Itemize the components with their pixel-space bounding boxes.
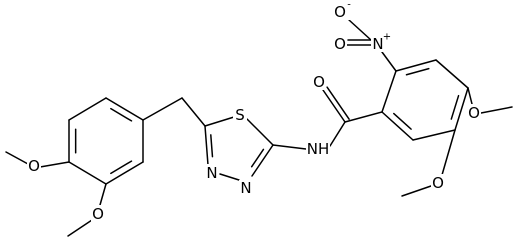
double-bond-inner [110, 160, 133, 175]
atom-nitro-nitrogen: N + [371, 32, 391, 53]
aromatic-bond [105, 161, 144, 185]
bond-nh-carbonyl [329, 121, 346, 147]
bond-n3-c5 [204, 125, 209, 166]
bond-o-ch3 [480, 106, 513, 114]
atom-n3-thiadiazole: N [205, 164, 219, 182]
bond-ring-nitro [381, 51, 397, 72]
double-bond-inner [450, 94, 460, 120]
bond-o-ch3 [401, 185, 432, 197]
atom-amide-nh: NH [306, 140, 330, 158]
atom-amide-oxygen: O [312, 73, 326, 91]
atom-o-methoxy-4-benzamide: O [467, 104, 481, 122]
bond-ch2-thiadiazole [181, 97, 206, 127]
atom-label-text: O [28, 157, 40, 175]
bond-c5-s [204, 116, 235, 127]
atom-label-text: N [240, 179, 251, 197]
aromatic-bond [454, 87, 469, 131]
atom-n4-thiadiazole: N [239, 179, 253, 197]
atom-label-layer: O O S N N NH [27, 0, 481, 223]
bond-c-o [99, 183, 107, 206]
atom-sulfur: S [233, 106, 247, 124]
bond-carbonyl-ring [344, 111, 383, 123]
bond-c-o [441, 129, 456, 176]
atom-o-methoxy-3: O [91, 205, 105, 223]
atom-label-text: O [468, 104, 480, 122]
atom-label-text: O [92, 205, 104, 223]
bond-o-ch3 [67, 219, 93, 237]
aromatic-bond [68, 161, 107, 185]
bond-ring-ch2 [142, 97, 183, 121]
atom-label-text: O [432, 174, 444, 192]
bond-c-o-carbonyl [322, 89, 346, 123]
bond-o-ch3 [5, 151, 29, 165]
double-bond-inner [110, 107, 133, 122]
aromatic-bond [412, 129, 456, 141]
atom-label-text: O [313, 73, 325, 91]
double-bond-n3-c5 [210, 134, 214, 158]
bond-n4-n3 [219, 173, 240, 181]
aromatic-bond [435, 59, 469, 89]
aromatic-bond [381, 70, 397, 113]
bond-s-c2 [246, 118, 274, 146]
bond-c2-n4 [251, 144, 274, 177]
atom-label-text: S [235, 106, 245, 124]
aromatic-bond [105, 97, 144, 121]
atom-o-methoxy-4: O [27, 157, 41, 175]
negative-charge-sign: - [347, 0, 351, 11]
bond-c2-nh [272, 144, 307, 150]
atom-label-text: N [372, 35, 383, 53]
aromatic-bond [381, 111, 414, 141]
double-bond-c2-n4 [250, 148, 265, 168]
bond-c-o [39, 161, 70, 168]
bond-n-o-anion [348, 19, 372, 41]
atom-label-text: O [334, 35, 346, 53]
atom-label-text: N [206, 164, 217, 182]
aromatic-bond [68, 97, 107, 121]
double-bond-inner [393, 112, 412, 130]
atom-nitro-oxygen: O [333, 35, 347, 53]
atom-o-methoxy-5-benzamide: O [431, 174, 445, 192]
bond-c-o-carbonyl-double [326, 86, 350, 120]
atom-label-text: O [334, 3, 346, 21]
bond-c-o [467, 87, 473, 105]
double-bond-inner [405, 67, 430, 76]
positive-charge-sign: + [383, 32, 391, 43]
aromatic-bond [395, 59, 437, 72]
atom-nitro-oxygen-anion: O - [333, 0, 352, 21]
bond-layer [5, 19, 513, 237]
atom-label-text: NH [307, 140, 330, 158]
